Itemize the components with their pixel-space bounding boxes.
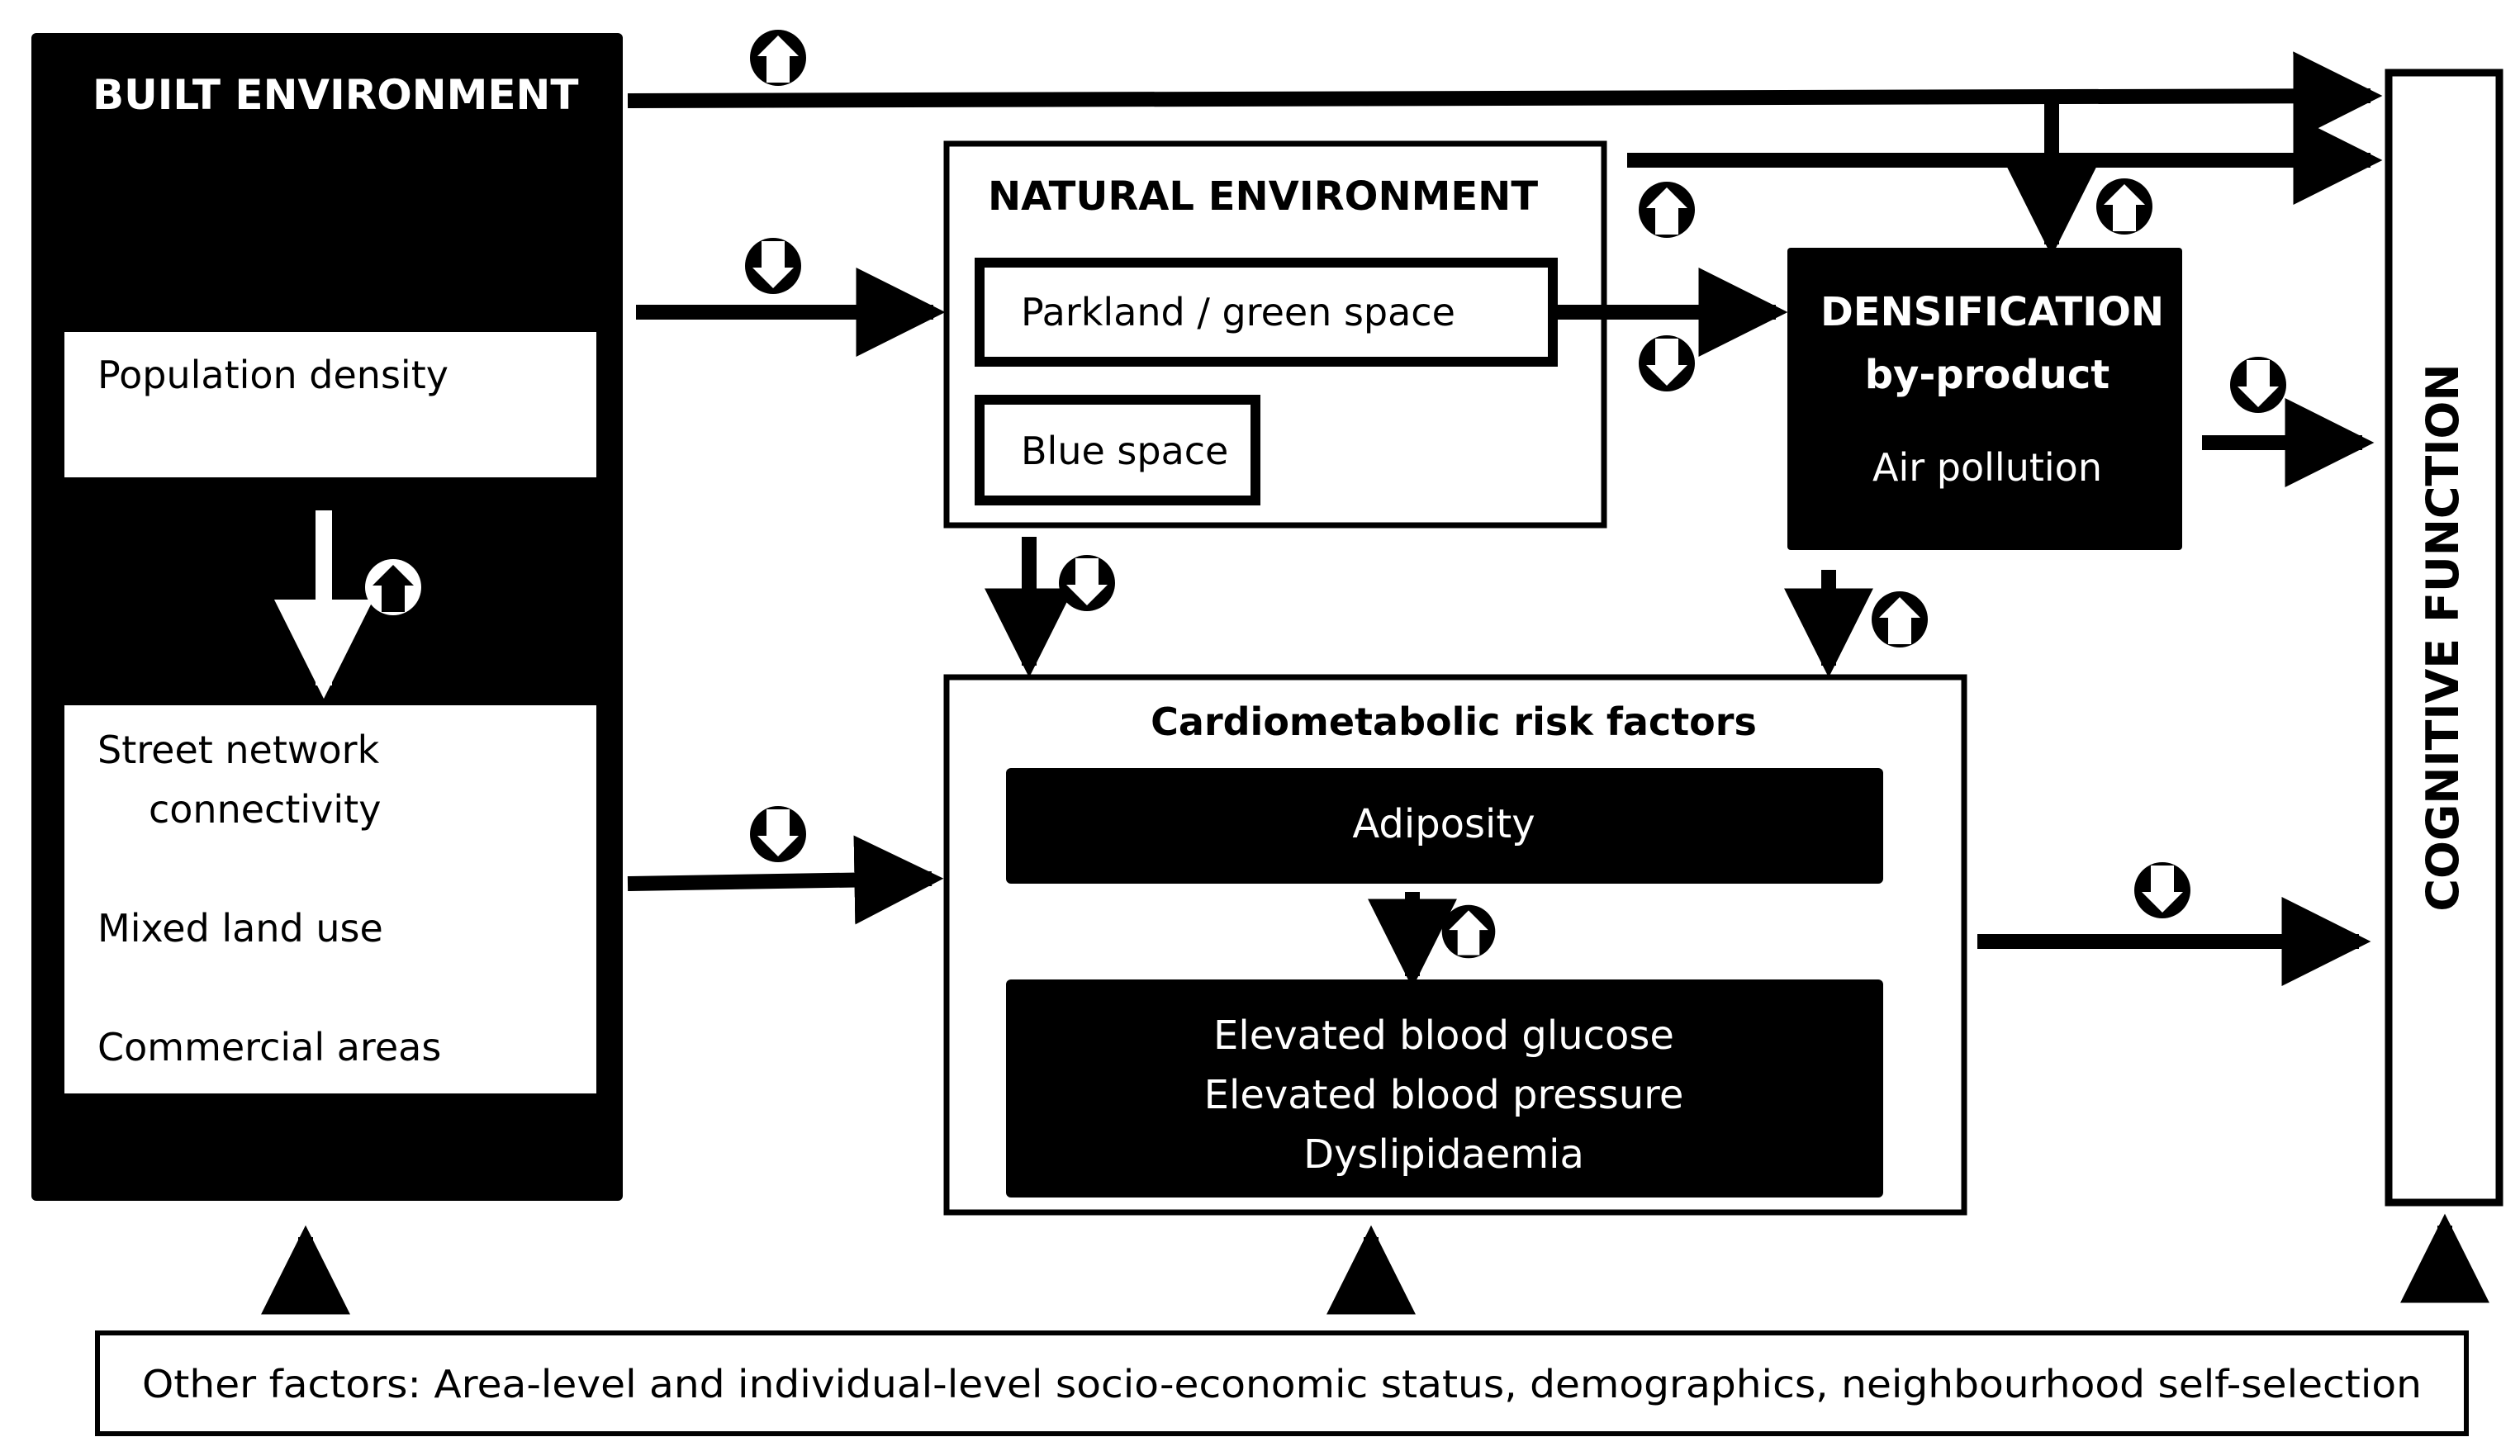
natural-environment-box: NATURAL ENVIRONMENT Parkland / green spa…	[943, 140, 1607, 529]
arrow-built-to-densification	[2007, 101, 2152, 257]
air-pollution-label: Air pollution	[1872, 445, 2102, 490]
densification-subtitle: by-product	[1865, 352, 2110, 398]
down-direction-icon	[1639, 335, 1695, 391]
mixed-land-use-label: Mixed land use	[97, 906, 383, 951]
adiposity-label: Adiposity	[1352, 801, 1535, 847]
parkland-box: Parkland / green space	[975, 258, 1558, 367]
down-direction-icon	[1059, 555, 1115, 611]
cognitive-function-box: COGNITIVE FUNCTION	[2385, 69, 2503, 1207]
arrow-natural-to-cognitive	[1627, 116, 2383, 238]
arrow-densification-to-cardiometabolic	[1784, 570, 1928, 678]
down-direction-icon	[2134, 862, 2190, 918]
blood-pressure-label: Elevated blood pressure	[1204, 1072, 1684, 1118]
up-direction-icon	[2096, 178, 2152, 235]
arrow-densification-to-cognitive	[2202, 357, 2375, 487]
up-direction-icon	[1872, 591, 1928, 647]
population-density-box: Population density	[64, 332, 596, 477]
other-factors-label: Other factors: Area-level and individual…	[142, 1362, 2422, 1406]
connectivity-label: connectivity	[149, 787, 381, 832]
other-factors-box: Other factors: Area-level and individual…	[95, 1330, 2469, 1436]
adiposity-box: Adiposity	[1006, 768, 1883, 884]
blue-space-label: Blue space	[1021, 429, 1228, 473]
arrow-built-to-natural	[636, 238, 946, 357]
cardiometabolic-box: Cardiometabolic risk factors Adiposity E…	[943, 674, 1967, 1216]
parkland-label: Parkland / green space	[1021, 290, 1455, 334]
built-environment-title: BUILT ENVIRONMENT	[93, 71, 578, 119]
built-environment-box: BUILT ENVIRONMENT Population density Str…	[31, 33, 623, 1201]
arrow-natural-to-densification	[1558, 268, 1788, 391]
densification-box: DENSIFICATION by-product Air pollution	[1787, 248, 2182, 550]
down-direction-icon	[2230, 357, 2286, 413]
arrow-cardiometabolic-to-cognitive	[1977, 862, 2371, 986]
arrow-natural-to-cardiometabolic	[985, 537, 1115, 678]
metabolic-risk-box: Elevated blood glucose Elevated blood pr…	[1006, 979, 1883, 1198]
natural-environment-title: NATURAL ENVIRONMENT	[988, 173, 1538, 220]
urban-design-box: Street network connectivity Mixed land u…	[64, 705, 596, 1093]
cognitive-function-label: COGNITIVE FUNCTION	[2417, 363, 2469, 911]
adiposity-to-metabolic-arrow	[1368, 892, 1496, 989]
blood-glucose-label: Elevated blood glucose	[1213, 1013, 1674, 1059]
street-network-label: Street network	[97, 728, 380, 772]
population-density-label: Population density	[97, 353, 448, 397]
density-to-design-arrow	[274, 510, 421, 700]
down-direction-icon	[745, 238, 801, 294]
arrow-built-to-cardiometabolic	[627, 806, 944, 925]
densification-title: DENSIFICATION	[1820, 289, 2164, 335]
up-direction-icon	[1639, 182, 1695, 238]
cardiometabolic-title: Cardiometabolic risk factors	[1151, 700, 1757, 744]
blue-space-box: Blue space	[975, 395, 1260, 505]
dyslipidaemia-label: Dyslipidaemia	[1303, 1131, 1584, 1178]
arrow-built-to-cognitive	[627, 30, 2383, 141]
up-direction-icon	[750, 30, 806, 86]
down-direction-icon	[750, 806, 806, 862]
commercial-areas-label: Commercial areas	[97, 1025, 441, 1069]
